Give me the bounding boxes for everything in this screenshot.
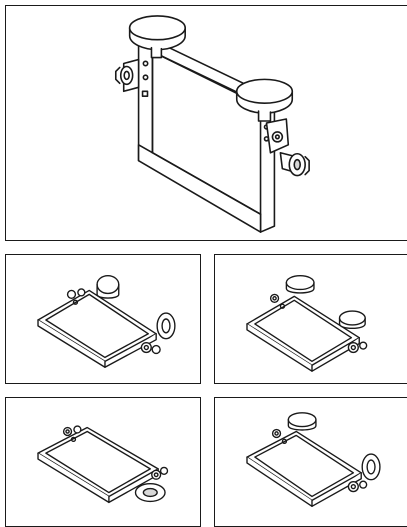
view-a-panel bbox=[5, 254, 201, 384]
view-d-panel bbox=[214, 397, 407, 527]
right-clamp-knob bbox=[347, 480, 368, 493]
frame-body bbox=[246, 295, 360, 372]
view-b-panel bbox=[214, 254, 407, 384]
right-round-pad bbox=[156, 312, 176, 340]
frame-body bbox=[37, 289, 157, 368]
left-round-pad bbox=[128, 15, 186, 59]
right-clamp-knob bbox=[140, 341, 161, 355]
flat-frame-single-raised-drawing bbox=[246, 412, 381, 507]
frame-body bbox=[37, 426, 159, 504]
left-clamp-knob bbox=[269, 293, 286, 309]
right-clamp-knob bbox=[265, 118, 310, 177]
right-round-pad bbox=[361, 453, 381, 481]
left-clamp-knob bbox=[271, 428, 288, 444]
left-clamp-knob bbox=[66, 288, 86, 305]
view-c-panel bbox=[5, 397, 201, 527]
left-clamp-knob bbox=[114, 58, 140, 93]
frame-body bbox=[246, 430, 362, 507]
flat-frame-pad-below-drawing bbox=[37, 425, 169, 504]
left-round-pad bbox=[285, 274, 315, 294]
upright-frame-drawing bbox=[114, 15, 310, 233]
flat-frame-raised-drawing bbox=[246, 274, 368, 372]
right-clamp-knob bbox=[347, 341, 368, 354]
left-round-pad bbox=[96, 274, 120, 299]
bottom-round-pad bbox=[134, 482, 166, 503]
left-round-pad bbox=[287, 412, 317, 431]
right-clamp-knob bbox=[151, 466, 169, 480]
flat-frame-folded-drawing bbox=[37, 274, 176, 368]
main-view-panel bbox=[5, 5, 407, 241]
left-clamp-knob bbox=[62, 425, 82, 443]
right-round-pad bbox=[235, 78, 294, 122]
right-round-pad bbox=[338, 310, 366, 330]
frame-body bbox=[137, 38, 276, 233]
